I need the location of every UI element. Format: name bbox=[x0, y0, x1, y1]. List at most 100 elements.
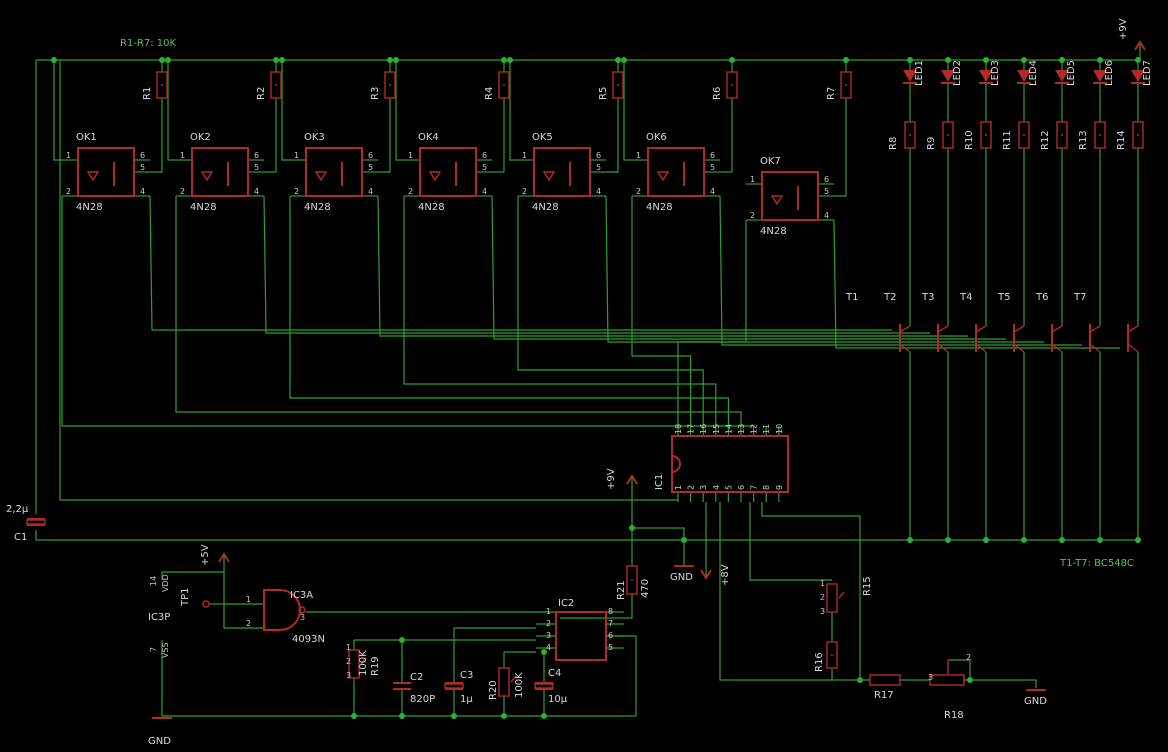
led-3 bbox=[979, 70, 993, 82]
opto-pin4-6: 4 bbox=[710, 187, 715, 196]
ic1-pin-12: 12 bbox=[750, 424, 759, 434]
junction bbox=[1135, 57, 1141, 63]
led-ref-7: LED7 bbox=[1142, 60, 1153, 86]
led-resistor-1 bbox=[904, 121, 916, 149]
junction bbox=[907, 537, 913, 543]
r17-resistor bbox=[869, 674, 901, 686]
optocoupler-6 bbox=[647, 147, 705, 197]
ic1-body bbox=[671, 435, 789, 493]
transistor-ref-7: T7 bbox=[1073, 292, 1086, 303]
led-res-ref-3: R10 bbox=[964, 130, 975, 150]
wire bbox=[289, 196, 730, 426]
led-2 bbox=[941, 70, 955, 82]
led-5 bbox=[1055, 70, 1069, 82]
tp1-label: TP1 bbox=[180, 587, 191, 607]
junction bbox=[1059, 537, 1065, 543]
resistor-mark bbox=[1061, 134, 1063, 136]
c2-ref: C2 bbox=[410, 672, 423, 683]
ic2-pin-7: 7 bbox=[608, 619, 613, 628]
wire bbox=[53, 60, 62, 161]
capacitor-body bbox=[26, 519, 46, 525]
junction bbox=[165, 57, 171, 63]
opto-part-6: 4N28 bbox=[646, 202, 673, 213]
ic1-pin-9: 9 bbox=[775, 485, 784, 490]
resistor-mark bbox=[985, 134, 987, 136]
junction bbox=[393, 57, 399, 63]
opto-led-7 bbox=[770, 195, 784, 206]
junction bbox=[541, 713, 547, 719]
capacitor-body bbox=[444, 683, 464, 689]
pullup-ref-2: R2 bbox=[256, 87, 267, 100]
opto-pin1-2: 1 bbox=[180, 151, 185, 160]
supply-arrow-down bbox=[700, 569, 712, 580]
ic1-pin-10: 10 bbox=[775, 424, 784, 434]
wire bbox=[167, 60, 176, 161]
pullup-r3 bbox=[384, 71, 396, 99]
junction bbox=[507, 57, 513, 63]
ic1-pin-17: 17 bbox=[687, 424, 696, 434]
opto-ref-5: OK5 bbox=[532, 132, 553, 143]
led-res-ref-5: R12 bbox=[1040, 130, 1051, 150]
led-resistor-7 bbox=[1132, 121, 1144, 149]
c1-value: 2,2µ bbox=[6, 504, 29, 515]
transistor-e-7 bbox=[1127, 343, 1139, 353]
ic3-pin2: 2 bbox=[246, 619, 251, 628]
transistor-e-5 bbox=[1051, 343, 1063, 353]
wire bbox=[149, 195, 892, 331]
opto-part-2: 4N28 bbox=[190, 202, 217, 213]
optocoupler-5 bbox=[533, 147, 591, 197]
pot-arrow bbox=[510, 675, 517, 683]
c3-value: 1µ bbox=[460, 694, 473, 705]
pullup-r7 bbox=[840, 71, 852, 99]
opto-led-5 bbox=[542, 171, 556, 182]
junction bbox=[1021, 537, 1027, 543]
transistor-e-4 bbox=[1013, 343, 1025, 353]
led-ref-1: LED1 bbox=[914, 60, 925, 86]
opto-pin5-7: 5 bbox=[824, 187, 829, 196]
led-res-ref-6: R13 bbox=[1078, 130, 1089, 150]
wire bbox=[161, 571, 224, 580]
junction bbox=[541, 649, 547, 655]
opto-pin4-4: 4 bbox=[482, 187, 487, 196]
wire bbox=[719, 195, 1082, 346]
opto-pin2-6: 2 bbox=[636, 187, 641, 196]
led-res-ref-4: R11 bbox=[1002, 130, 1013, 150]
transistor-ref-2: T2 bbox=[883, 292, 896, 303]
capacitor-body bbox=[534, 683, 554, 689]
junction bbox=[621, 57, 627, 63]
ic1-pin-5: 5 bbox=[724, 485, 733, 490]
opto-part-5: 4N28 bbox=[532, 202, 559, 213]
resistor-mark bbox=[831, 654, 833, 656]
r16-resistor bbox=[826, 641, 838, 669]
pullup-ref-7: R7 bbox=[826, 87, 837, 100]
opto-pin4-3: 4 bbox=[368, 187, 373, 196]
opto-ref-6: OK6 bbox=[646, 132, 667, 143]
ic1-pin-16: 16 bbox=[699, 424, 708, 434]
transistor-e-1 bbox=[899, 343, 911, 353]
opto-pin1-3: 1 bbox=[294, 151, 299, 160]
junction bbox=[501, 713, 507, 719]
ic2-body bbox=[555, 611, 607, 661]
ic2-pin-5: 5 bbox=[608, 643, 613, 652]
junction bbox=[843, 57, 849, 63]
r15-pin-1: 1 bbox=[820, 579, 825, 588]
opto-pin5-6: 5 bbox=[710, 163, 715, 172]
junction bbox=[159, 57, 165, 63]
opto-pin6-1: 6 bbox=[140, 151, 145, 160]
opto-pin4-5: 4 bbox=[596, 187, 601, 196]
transistor-e-2 bbox=[937, 343, 949, 353]
ic3-pin7: 7 bbox=[149, 647, 158, 652]
ic3-ref: IC3A bbox=[290, 590, 313, 601]
junction bbox=[399, 713, 405, 719]
ic3-vdd: VDD bbox=[161, 574, 170, 592]
opto-pin1-4: 1 bbox=[408, 151, 413, 160]
transistor-ref-4: T4 bbox=[959, 292, 972, 303]
wire bbox=[377, 195, 968, 337]
pullup-ref-4: R4 bbox=[484, 87, 495, 100]
led-resistor-2 bbox=[942, 121, 954, 149]
opto-pin5-5: 5 bbox=[596, 163, 601, 172]
ic3-vss: VSS bbox=[161, 642, 170, 658]
opto-ref-4: OK4 bbox=[418, 132, 439, 143]
r17-ref: R17 bbox=[874, 690, 894, 701]
r15-pot bbox=[826, 583, 838, 613]
